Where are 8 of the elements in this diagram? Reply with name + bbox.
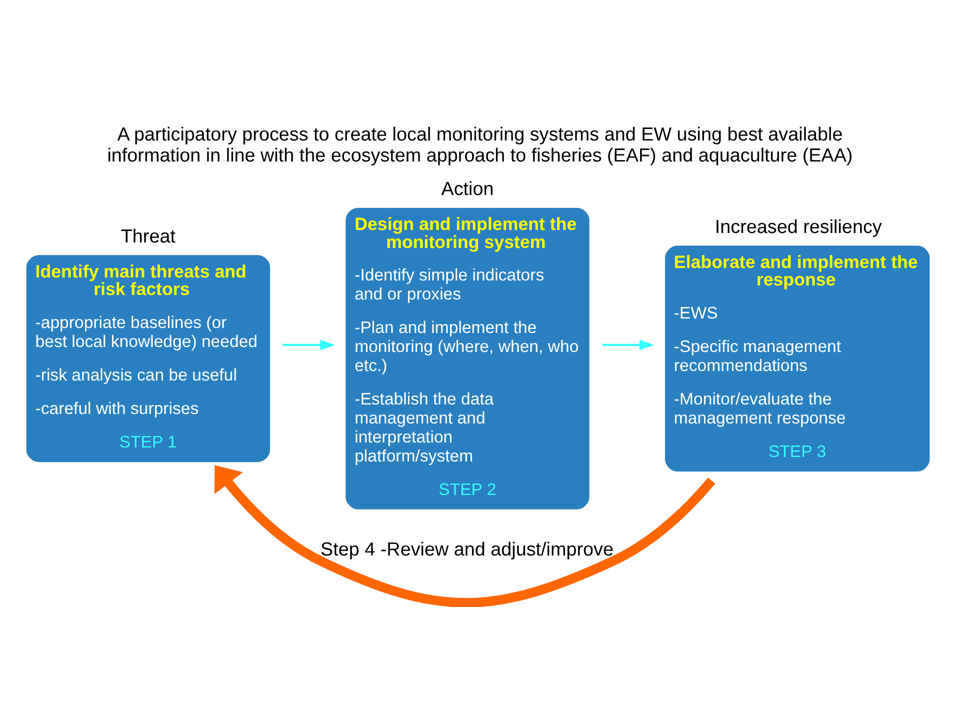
node-label: Action <box>441 179 494 200</box>
arrow <box>602 340 654 350</box>
edge-label: Step 4 -Review and adjust/improve <box>320 539 614 560</box>
arrow <box>214 465 716 607</box>
diagram-title: A participatory process to create local monitoring systems and EW using best available information in line with the ecosystem approach to fisheries (EAF) and aquaculture (EAA) <box>107 124 853 167</box>
node-label: Increased resiliency <box>714 216 882 238</box>
arrow <box>282 340 336 350</box>
node-label: Threat <box>120 226 176 248</box>
